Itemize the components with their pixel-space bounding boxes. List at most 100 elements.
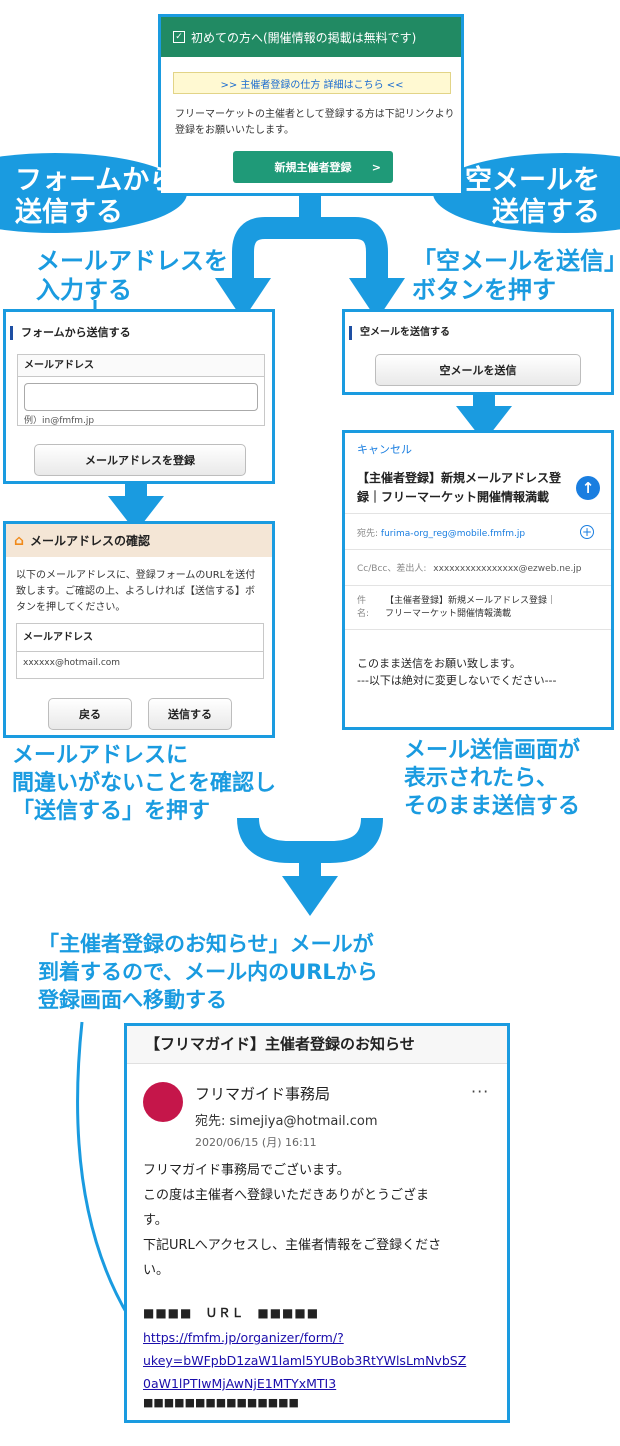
caption-right-bottom: メール送信画面が 表示されたら、 そのまま送信する — [404, 737, 580, 821]
compose-subject-line: 【主催者登録】新規メールアドレス登 — [357, 471, 562, 485]
compose-subject: 【主催者登録】新規メールアドレス登 録｜フリーマーケット開催情報満載 — [357, 469, 567, 507]
email-subject: 【フリマガイド】主催者登録のお知らせ — [145, 1035, 415, 1053]
url-header: ■■■■ ＵＲＬ ■■■■■ — [143, 1306, 320, 1320]
sender-name: フリマガイド事務局 — [195, 1085, 331, 1103]
cc-value: xxxxxxxxxxxxxxxx@ezweb.ne.jp — [433, 564, 582, 574]
bubble-left-line: 送信する — [15, 197, 123, 228]
confirm-email-value: xxxxxx@hotmail.com — [23, 658, 121, 668]
caption-line: 「空メールを送信」 — [412, 247, 620, 275]
caption-center: 「主催者登録のお知らせ」メールが 到着するので、メール内のURLから 登録画面へ… — [38, 930, 378, 1014]
email-body-line: この度は主催者へ登録いただきありがとうござま — [143, 1188, 430, 1203]
bubble-right-line: 空メールを — [465, 165, 600, 196]
arrow-head-left-top — [215, 278, 271, 320]
email-subject-bar: 【フリマガイド】主催者登録のお知らせ — [127, 1026, 507, 1064]
send-empty-mail-button[interactable]: 空メールを送信 — [375, 354, 581, 386]
subject-value-line: フリーマーケット開催情報満載 — [385, 609, 512, 619]
url-line[interactable]: 0aW1lPTIwMjAwNjE1MTYxMTI3 — [143, 1376, 337, 1391]
top-panel-header-text: 初めての方へ(開催情報の掲載は無料です) — [191, 30, 417, 45]
send-arrow-up-icon[interactable]: ↑ — [576, 476, 600, 500]
caption-right-top: 「空メールを送信」 ボタンを押す — [412, 247, 620, 305]
caption-line: メールアドレスに — [12, 743, 189, 768]
howto-link[interactable]: >> 主催者登録の仕方 詳細はこちら << — [173, 72, 451, 94]
form-panel-title: フォームから送信する — [10, 326, 131, 340]
subject-value-line: 【主催者登録】新規メールアドレス登録｜ — [385, 596, 557, 606]
arrow-stem-merge — [299, 852, 321, 878]
email-field-box: メールアドレス 例）in@fmfm.jp — [17, 354, 265, 426]
caption-line: そのまま送信する — [404, 794, 581, 819]
caption-line: 到着するので、メール内のURLから — [38, 960, 378, 984]
email-body-line: フリマガイド事務局でございます。 — [143, 1163, 350, 1178]
caption-line: 間違いがないことを確認し — [12, 771, 277, 796]
chevron-right-icon: > — [371, 160, 381, 174]
arrow-stem-empty — [473, 390, 495, 410]
form-panel: フォームから送信する メールアドレス 例）in@fmfm.jp メールアドレスを… — [3, 309, 275, 484]
arrow-head-empty — [456, 406, 512, 442]
caption-line: 表示されたら、 — [404, 766, 559, 791]
checkbox-icon: ✓ — [173, 31, 185, 43]
empty-mail-panel: 空メールを送信する 空メールを送信 — [342, 309, 614, 395]
back-button[interactable]: 戻る — [48, 698, 132, 730]
caption-left-bottom: メールアドレスに 間違いがないことを確認し 「送信する」を押す — [12, 742, 276, 826]
top-panel: ✓ 初めての方へ(開催情報の掲載は無料です) >> 主催者登録の仕方 詳細はこち… — [158, 14, 464, 196]
arrow-head-merge — [282, 876, 338, 916]
url-line[interactable]: ukey=bWFpbD1zaW1laml5YUBob3RtYWlsLmNvbSZ — [143, 1353, 467, 1368]
caption-line: 登録画面へ移動する — [38, 988, 227, 1012]
bubble-right-shape — [433, 153, 620, 233]
caption-line: 「主催者登録のお知らせ」メールが — [38, 932, 374, 956]
caption-left-top: メールアドレスを 入力する — [36, 247, 228, 305]
email-body-line: い。 — [143, 1263, 170, 1278]
cc-label: Cc/Bcc、差出人: — [357, 564, 427, 574]
cc-row: Cc/Bcc、差出人: xxxxxxxxxxxxxxxx@ezweb.ne.jp — [357, 561, 582, 574]
compose-subject-line: 録｜フリーマーケット開催情報満載 — [357, 490, 550, 504]
register-email-button[interactable]: メールアドレスを登録 — [34, 444, 246, 476]
add-recipient-plus-icon[interactable]: + — [580, 525, 594, 539]
mail-compose-panel: キャンセル 【主催者登録】新規メールアドレス登 録｜フリーマーケット開催情報満載… — [342, 430, 614, 730]
send-button[interactable]: 送信する — [148, 698, 232, 730]
empty-mail-panel-title: 空メールを送信する — [349, 326, 450, 340]
top-panel-header: ✓ 初めての方へ(開催情報の掲載は無料です) — [161, 17, 461, 57]
arrow-head-form — [108, 496, 164, 532]
email-input[interactable] — [24, 383, 258, 411]
email-body-line: 下記URLへアクセスし、主催者情報をご登録くださ — [143, 1238, 442, 1253]
compose-body-line: このまま送信をお願い致します。 — [357, 657, 521, 670]
howto-link-text[interactable]: >> 主催者登録の仕方 詳細はこちら << — [220, 79, 404, 91]
register-button[interactable]: 新規主催者登録 > — [233, 151, 393, 183]
send-button-label[interactable]: 送信する — [168, 708, 212, 721]
send-empty-mail-button-label[interactable]: 空メールを送信 — [439, 364, 517, 377]
divider — [345, 585, 611, 586]
confirm-description-line: 致します。ご確認の上、よろしければ【送信する】ボ — [16, 586, 255, 597]
url-line[interactable]: https://fmfm.jp/organizer/form/? — [143, 1330, 344, 1345]
to-row: 宛先: furima-org_reg@mobile.fmfm.jp — [357, 526, 525, 539]
email-field-label-row: メールアドレス — [18, 355, 264, 377]
home-icon: ⌂ — [14, 532, 25, 549]
more-options-icon[interactable]: ··· — [471, 1082, 490, 1101]
registration-url-link[interactable]: https://fmfm.jp/organizer/form/? ukey=bW… — [143, 1326, 503, 1395]
to-value: furima-org_reg@mobile.fmfm.jp — [380, 529, 526, 539]
bubble-right-line: 送信する — [492, 197, 600, 228]
email-example: 例）in@fmfm.jp — [24, 416, 95, 426]
arrow-split-left — [232, 217, 310, 282]
bubble-left-shape — [0, 153, 187, 233]
confirm-email-label-row: メールアドレス — [17, 624, 263, 652]
description-line: 登録をお願いいたします。 — [175, 125, 294, 136]
register-button-label[interactable]: 新規主催者登録 — [274, 161, 352, 174]
confirm-description: 以下のメールアドレスに、登録フォームのURLを送付 致します。ご確認の上、よろし… — [16, 568, 272, 616]
description-line: フリーマーケットの主催者として登録する方は下記リンクより — [175, 109, 455, 120]
register-email-button-label[interactable]: メールアドレスを登録 — [85, 454, 195, 467]
confirm-description-line: 以下のメールアドレスに、登録フォームのURLを送付 — [16, 570, 256, 581]
email-field-label: メールアドレス — [24, 360, 94, 371]
divider — [345, 629, 611, 630]
confirm-title: メールアドレスの確認 — [30, 534, 151, 548]
caption-line: ボタンを押す — [412, 276, 556, 304]
confirm-email-label: メールアドレス — [23, 632, 93, 643]
back-button-label[interactable]: 戻る — [79, 708, 101, 721]
caption-line: 「送信する」を押す — [12, 799, 211, 824]
cancel-link[interactable]: キャンセル — [357, 443, 412, 456]
divider — [345, 513, 611, 514]
top-panel-description: フリーマーケットの主催者として登録する方は下記リンクより 登録をお願いいたします… — [175, 107, 455, 139]
email-panel: 【フリマガイド】主催者登録のお知らせ フリマガイド事務局 ··· 宛先: sim… — [124, 1023, 510, 1423]
compose-body-line: ---以下は絶対に変更しないでください--- — [357, 674, 557, 687]
email-body: フリマガイド事務局でございます。 この度は主催者へ登録いただきありがとうござま … — [143, 1158, 497, 1283]
subject-label: 件名: — [357, 596, 370, 619]
